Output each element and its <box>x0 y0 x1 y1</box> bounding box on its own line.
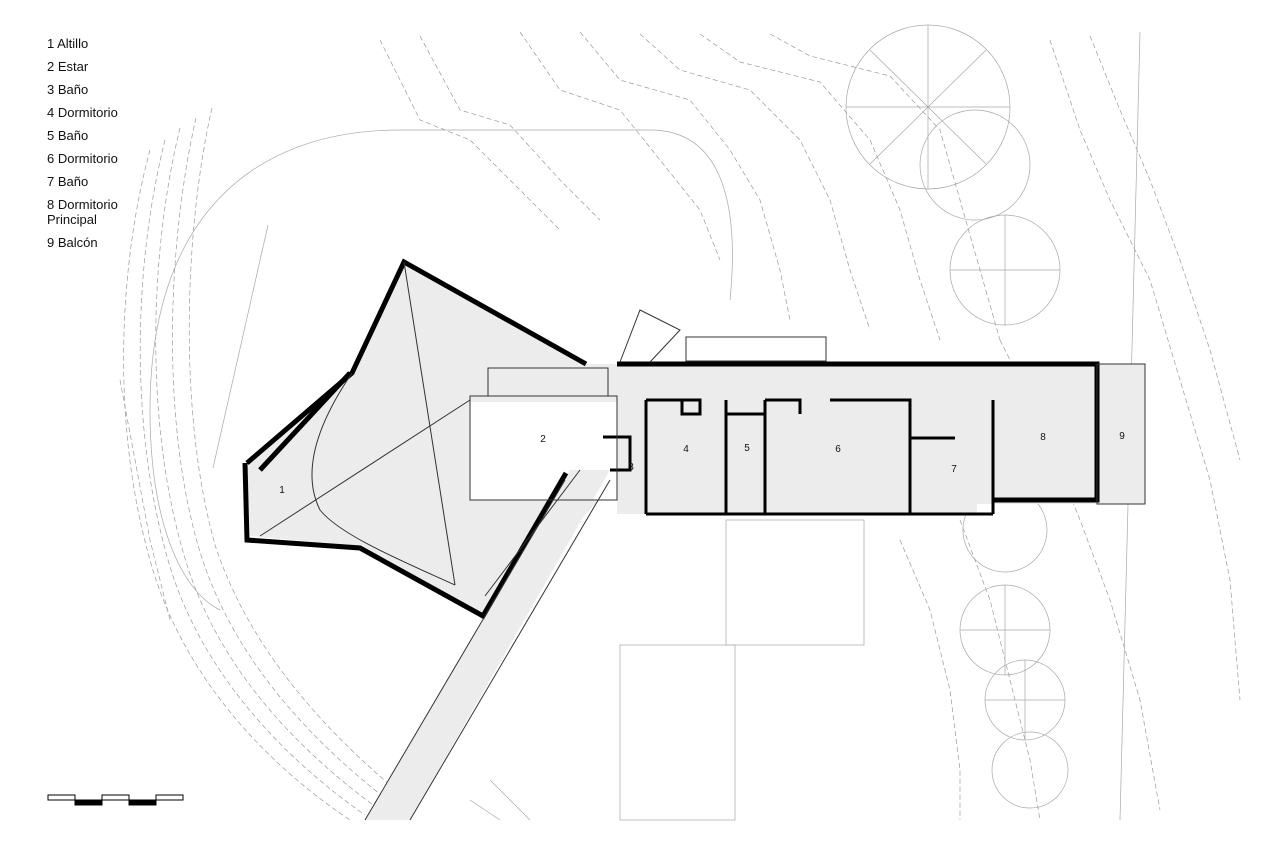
legend-item-balcon: 9 Balcón <box>47 235 98 250</box>
room-numbers: 1 2 3 4 5 6 7 8 9 <box>279 431 1125 496</box>
legend-item-bano-5: 5 Baño <box>47 128 89 143</box>
room-number-2: 2 <box>540 434 546 445</box>
trees <box>845 24 1069 809</box>
legend-item-altillo: 1 Altillo <box>47 36 89 51</box>
room-number-9: 9 <box>1119 431 1125 442</box>
legend-item-bano-7: 7 Baño <box>47 174 89 189</box>
room-number-8: 8 <box>1040 432 1046 443</box>
exterior-walls <box>242 258 1100 620</box>
room-number-5: 5 <box>744 443 750 454</box>
interior-lines <box>259 261 1146 821</box>
room-number-7: 7 <box>951 464 957 475</box>
room-legend: 1 Altillo 2 Estar 3 Baño 4 Dormitorio 5 … <box>47 36 127 258</box>
legend-item-bano-3: 3 Baño <box>47 82 89 97</box>
legend-item-dormitorio-6: 6 Dormitorio <box>47 151 118 166</box>
scale-bar <box>47 794 184 806</box>
legend-item-dormitorio-4: 4 Dormitorio <box>47 105 118 120</box>
room-number-4: 4 <box>683 444 689 455</box>
legend-item-dormitorio-principal: 8 Dormitorio Principal <box>47 197 118 227</box>
floor-areas <box>247 262 1145 820</box>
legend-item-estar: 2 Estar <box>47 59 89 74</box>
room-number-6: 6 <box>835 444 841 455</box>
room-number-1: 1 <box>279 485 285 496</box>
room-number-3: 3 <box>628 462 634 473</box>
